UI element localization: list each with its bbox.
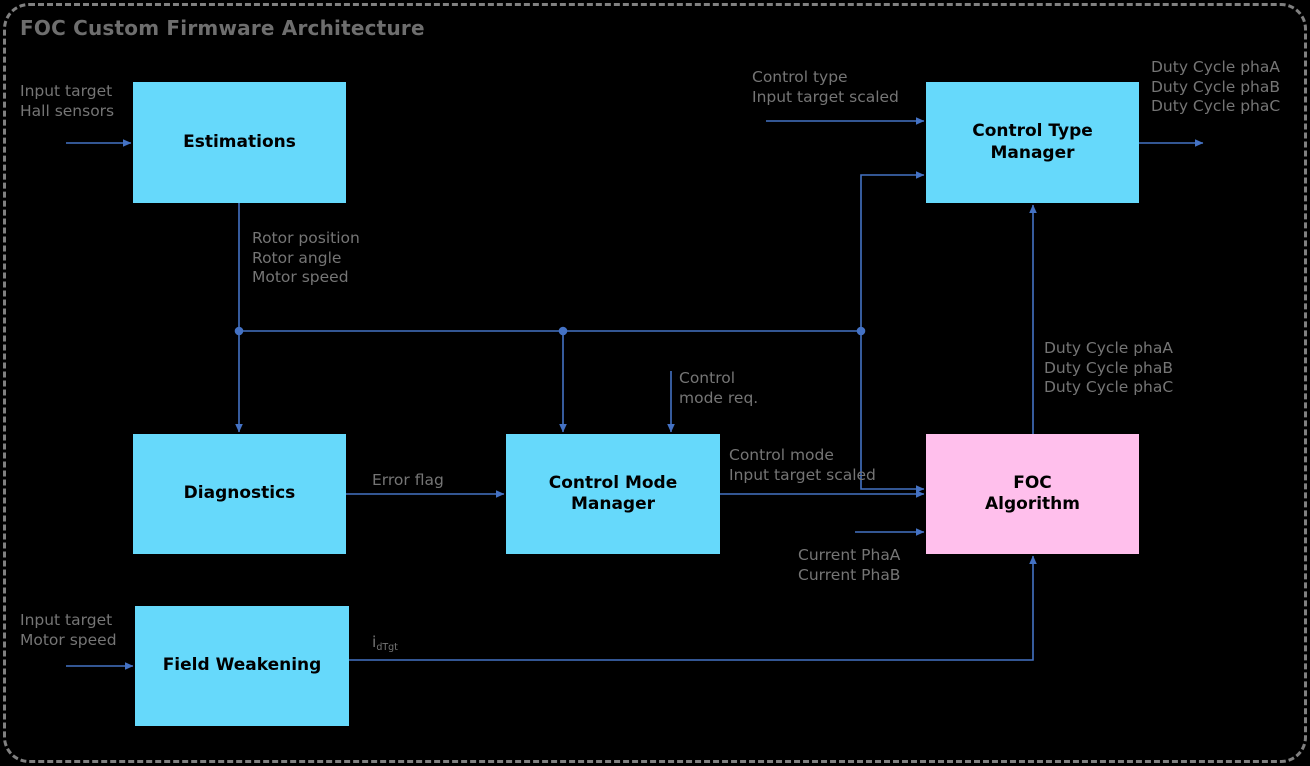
label-id-target-subscript: dTgt: [376, 642, 398, 653]
label-duty-cycle-outputs: Duty Cycle phaA Duty Cycle phaB Duty Cyc…: [1151, 58, 1281, 116]
label-duty-cycle-feedback: Duty Cycle phaA Duty Cycle phaB Duty Cyc…: [1044, 339, 1174, 397]
block-diagnostics[interactable]: Diagnostics: [133, 434, 346, 554]
wire-bus-to-control-type-manager: [860, 171, 925, 331]
block-control-type-manager[interactable]: Control Type Manager: [926, 82, 1139, 203]
junction-dot-middle: [558, 326, 568, 336]
label-id-target: idTgt: [372, 633, 398, 653]
block-field-weakening[interactable]: Field Weakening: [135, 606, 349, 726]
label-current-phases: Current PhaA Current PhaB: [798, 546, 901, 584]
block-estimations-label: Estimations: [183, 131, 296, 152]
label-control-type-inputs: Control type Input target scaled: [752, 68, 899, 106]
block-estimations[interactable]: Estimations: [133, 82, 346, 203]
block-control-mode-manager-label: Control Mode Manager: [548, 472, 678, 514]
label-estimations-outputs: Rotor position Rotor angle Motor speed: [252, 229, 360, 287]
block-control-type-manager-label: Control Type Manager: [972, 121, 1093, 163]
label-estimations-inputs: Input target Hall sensors: [20, 82, 115, 120]
block-field-weakening-label: Field Weakening: [162, 655, 322, 676]
wire-field-weakening-to-foc-algorithm: [349, 555, 1037, 661]
label-id-target-base: i: [372, 633, 377, 651]
block-foc-algorithm-label: FOC Algorithm: [985, 472, 1080, 514]
block-foc-algorithm[interactable]: FOC Algorithm: [926, 434, 1139, 554]
block-control-mode-manager[interactable]: Control Mode Manager: [506, 434, 720, 554]
label-control-mode-out: Control mode Input target scaled: [729, 446, 876, 484]
label-error-flag: Error flag: [372, 471, 444, 489]
block-diagnostics-label: Diagnostics: [183, 483, 296, 504]
junction-dot-left: [234, 326, 244, 336]
page-title: FOC Custom Firmware Architecture: [20, 16, 425, 40]
wire-bus-to-foc-algorithm: [860, 331, 925, 493]
label-field-weakening-inputs: Input target Motor speed: [20, 611, 117, 649]
junction-dot-right: [856, 326, 866, 336]
label-control-mode-req: Control mode req.: [679, 369, 759, 407]
